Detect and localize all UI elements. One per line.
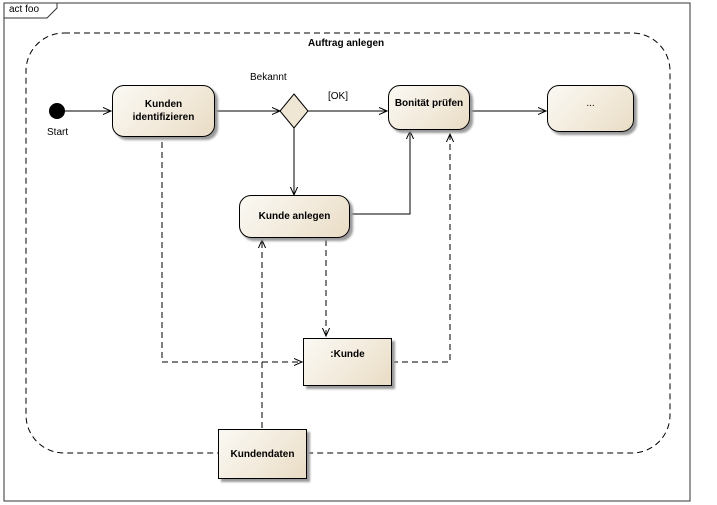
activity-region <box>25 32 671 454</box>
guard-label: [OK] <box>328 91 349 102</box>
initial-node <box>49 103 65 119</box>
region-title: Auftrag anlegen <box>308 38 385 49</box>
frame-title: act foo <box>9 4 40 15</box>
objectflow-identify-to-kunde <box>161 142 302 362</box>
action-bonitaet-pruefen[interactable]: Bonität prüfen <box>388 85 470 130</box>
action-kunde-anlegen[interactable]: Kunde anlegen <box>239 195 350 238</box>
action-kunden-identifizieren[interactable]: Kunden identifizieren <box>112 85 215 137</box>
frame-title-tab <box>3 3 58 19</box>
diagram-frame <box>3 2 691 502</box>
action-ellipsis[interactable]: ... <box>547 85 634 132</box>
objectflow-kunde-to-bonitaet <box>392 134 450 363</box>
start-label: Start <box>47 127 69 138</box>
object-kundendaten[interactable]: Kundendaten <box>218 429 307 479</box>
flow-kunde-anlegen-to-bonitaet <box>350 131 410 215</box>
object-kunde[interactable]: :Kunde <box>303 338 392 386</box>
decision-label: Bekannt <box>250 72 287 83</box>
